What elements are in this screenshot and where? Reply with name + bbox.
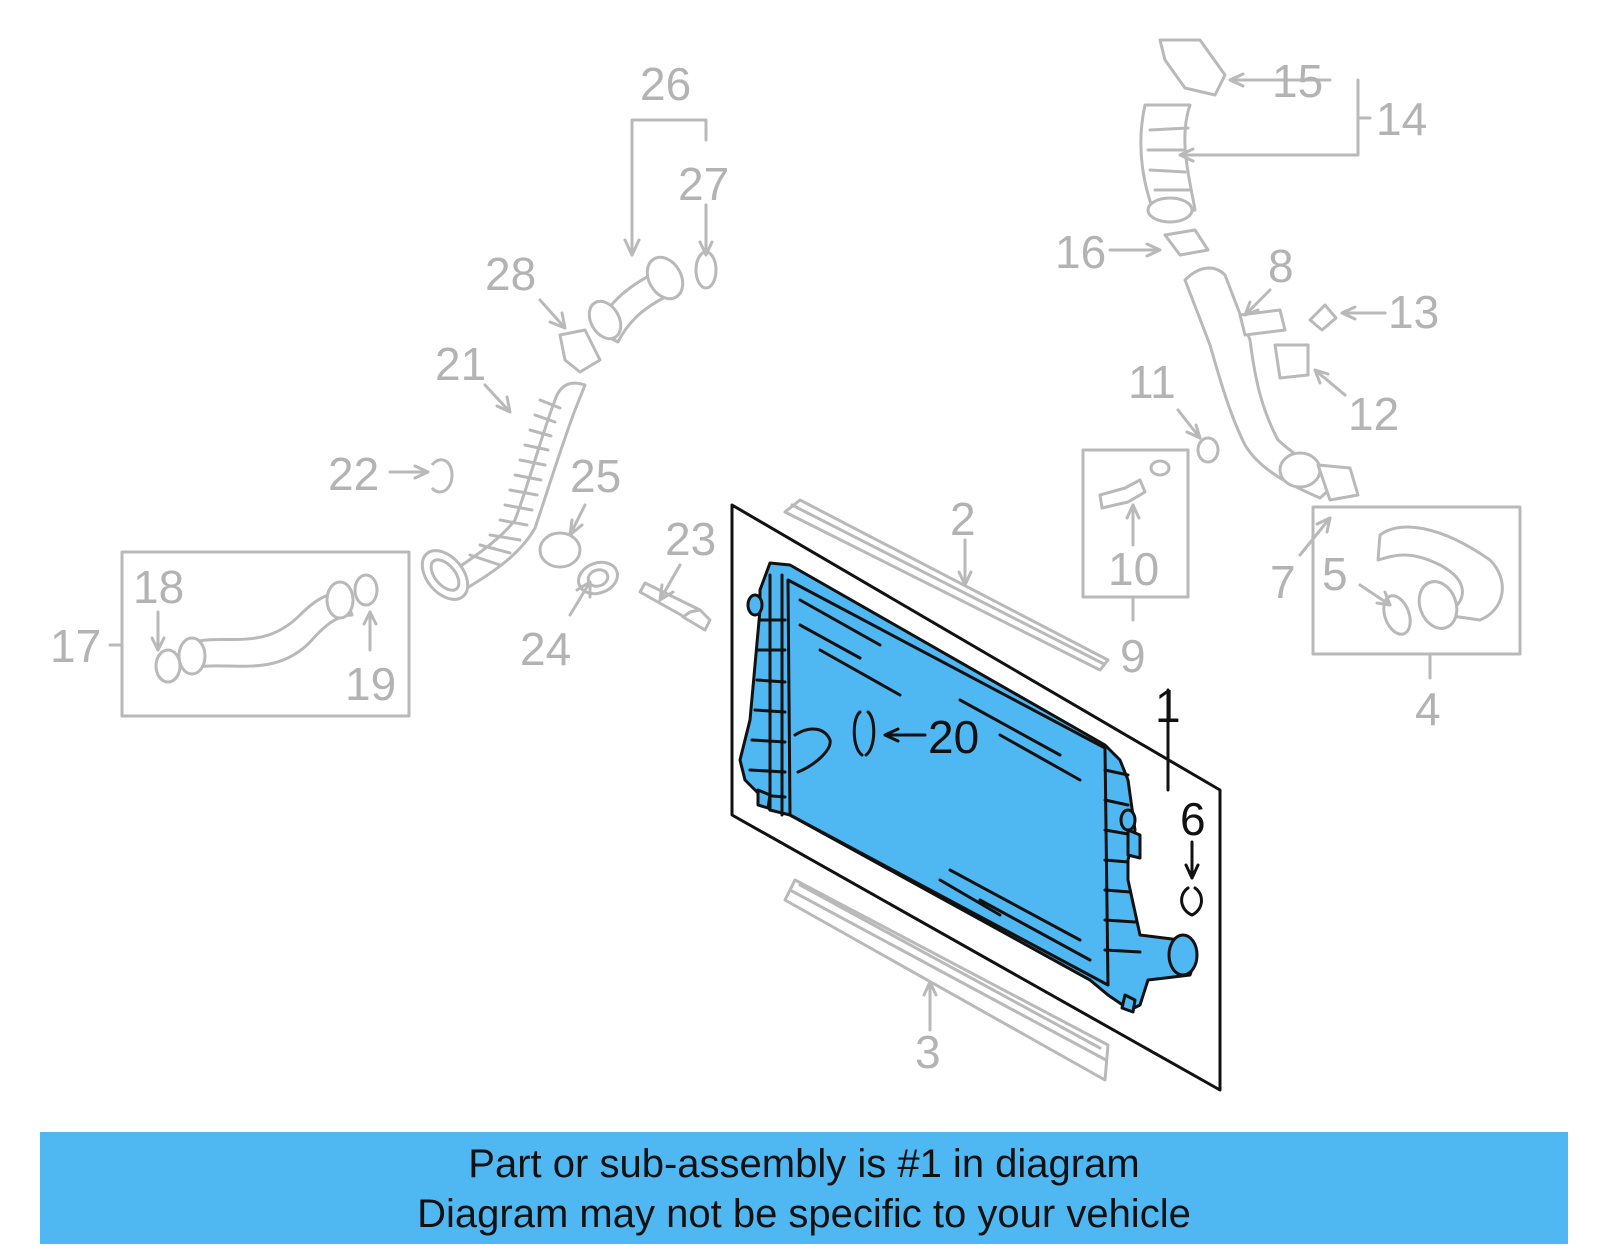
callout-27: 27 [678,158,729,210]
callout-12: 12 [1348,388,1399,440]
callout-4: 4 [1415,683,1441,735]
callout-labels: 1 2 3 4 5 6 7 8 9 10 11 12 13 14 15 16 1… [50,55,1441,1078]
callout-5: 5 [1322,548,1348,600]
box-9 [1081,448,1190,622]
callout-16: 16 [1055,226,1106,278]
seal-strip-3 [783,878,1110,1082]
callout-2: 2 [950,493,976,545]
callout-13: 13 [1388,286,1439,338]
callout-24: 24 [520,623,571,675]
callout-9: 9 [1120,630,1146,682]
charge-pipe-upper-left [420,250,718,632]
callout-3: 3 [915,1026,941,1078]
box-17 [108,550,411,718]
callout-17: 17 [50,620,101,672]
banner-line-1: Part or sub-assembly is #1 in diagram [468,1142,1140,1186]
callout-20: 20 [928,711,979,763]
callout-23: 23 [665,513,716,565]
callout-22: 22 [328,448,379,500]
info-banner: Part or sub-assembly is #1 in diagram Di… [40,1132,1568,1244]
callout-8: 8 [1268,240,1294,292]
seal-strip-2 [783,498,1110,672]
callout-11: 11 [1128,356,1176,408]
callout-7: 7 [1270,556,1296,608]
callout-18: 18 [133,561,184,613]
callout-10: 10 [1108,543,1159,595]
callout-28: 28 [485,248,536,300]
bracket-26 [630,118,708,257]
callout-26: 26 [640,58,691,110]
box-4 [1311,505,1522,680]
callout-21: 21 [435,338,486,390]
callout-14: 14 [1376,93,1427,145]
callout-25: 25 [570,450,621,502]
banner-line-2: Diagram may not be specific to your vehi… [417,1192,1191,1236]
callout-6: 6 [1180,793,1206,845]
callout-19: 19 [345,658,396,710]
charge-pipe-upper-right [1108,38,1387,557]
callout-1: 1 [1155,680,1181,732]
callout-15: 15 [1272,55,1323,107]
intercooler-part-1 [730,503,1222,1092]
